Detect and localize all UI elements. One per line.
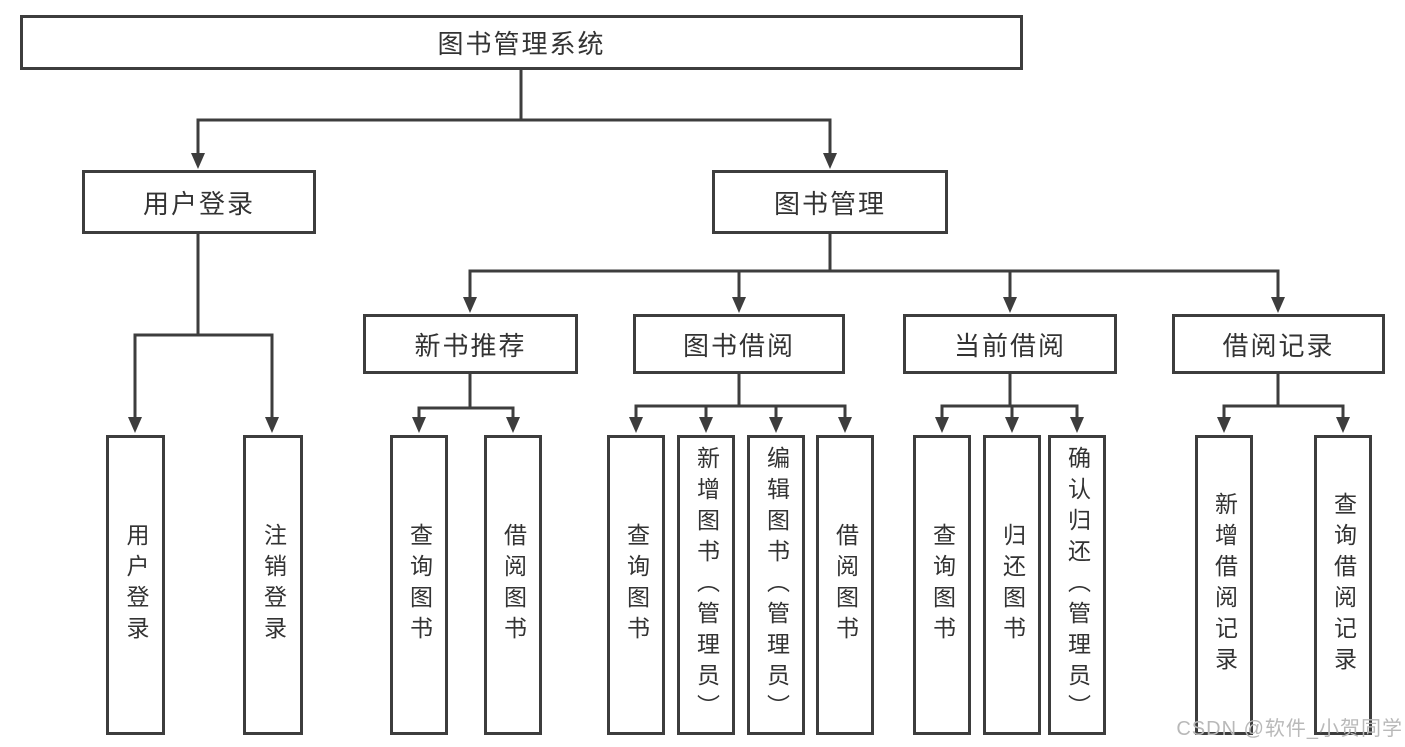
- connector-current-borrow-to-leaves: [935, 372, 1084, 433]
- leaf-cb-return-books: 归还图书: [983, 435, 1041, 735]
- leaf-logout: 注销登录: [243, 435, 303, 735]
- connector-new-book-rec-to-leaves: [412, 372, 520, 433]
- leaf-nbr-query-books: 查询图书: [390, 435, 448, 735]
- connector-root-to-level2: [191, 68, 837, 169]
- leaf-bb-add-books-admin: 新增图书（管理员）: [677, 435, 735, 735]
- leaf-nbr-borrow-books-label: 借阅图书: [500, 523, 527, 647]
- connector-user-login-to-leaves: [128, 232, 279, 433]
- leaf-logout-label: 注销登录: [260, 523, 287, 647]
- node-book-borrow: 图书借阅: [633, 314, 845, 374]
- leaf-bb-query-books-label: 查询图书: [623, 523, 650, 647]
- watermark: CSDN @软件_小贺同学: [1176, 712, 1403, 741]
- leaf-bb-add-books-admin-label: 新增图书（管理员）: [693, 445, 720, 725]
- leaf-br-query-record-label: 查询借阅记录: [1330, 492, 1357, 678]
- connector-borrow-records-to-leaves: [1217, 372, 1350, 433]
- leaf-br-add-record: 新增借阅记录: [1195, 435, 1253, 735]
- leaf-br-add-record-label: 新增借阅记录: [1211, 492, 1238, 678]
- connector-book-borrow-to-leaves: [629, 372, 852, 433]
- node-new-book-rec-label: 新书推荐: [414, 330, 527, 361]
- node-root-label: 图书管理系统: [437, 29, 606, 59]
- node-user-login-label: 用户登录: [142, 188, 255, 219]
- leaf-bb-edit-books-admin-label: 编辑图书（管理员）: [763, 445, 790, 725]
- node-current-borrow: 当前借阅: [903, 314, 1117, 374]
- leaf-cb-confirm-return-admin: 确认归还（管理员）: [1048, 435, 1106, 735]
- leaf-nbr-query-books-label: 查询图书: [406, 523, 433, 647]
- node-borrow-records: 借阅记录: [1172, 314, 1385, 374]
- node-borrow-records-label: 借阅记录: [1222, 330, 1335, 361]
- leaf-bb-borrow-books: 借阅图书: [816, 435, 874, 735]
- leaf-cb-return-books-label: 归还图书: [999, 523, 1026, 647]
- leaf-bb-borrow-books-label: 借阅图书: [832, 523, 859, 647]
- leaf-cb-query-books-label: 查询图书: [929, 523, 956, 647]
- node-current-borrow-label: 当前借阅: [953, 330, 1066, 361]
- node-book-borrow-label: 图书借阅: [682, 330, 795, 361]
- leaf-cb-query-books: 查询图书: [913, 435, 971, 735]
- node-user-login: 用户登录: [82, 170, 316, 234]
- leaf-br-query-record: 查询借阅记录: [1314, 435, 1372, 735]
- leaf-nbr-borrow-books: 借阅图书: [484, 435, 542, 735]
- connector-book-mgmt-to-level3: [463, 232, 1285, 313]
- leaf-user-login: 用户登录: [106, 435, 165, 735]
- watermark-text: CSDN @软件_小贺同学: [1176, 718, 1403, 740]
- leaf-bb-query-books: 查询图书: [607, 435, 665, 735]
- node-book-mgmt: 图书管理: [712, 170, 948, 234]
- leaf-bb-edit-books-admin: 编辑图书（管理员）: [747, 435, 805, 735]
- node-book-mgmt-label: 图书管理: [773, 188, 886, 219]
- node-new-book-rec: 新书推荐: [363, 314, 578, 374]
- leaf-user-login-label: 用户登录: [123, 523, 149, 647]
- node-root: 图书管理系统: [20, 15, 1023, 70]
- leaf-cb-confirm-return-admin-label: 确认归还（管理员）: [1064, 445, 1091, 725]
